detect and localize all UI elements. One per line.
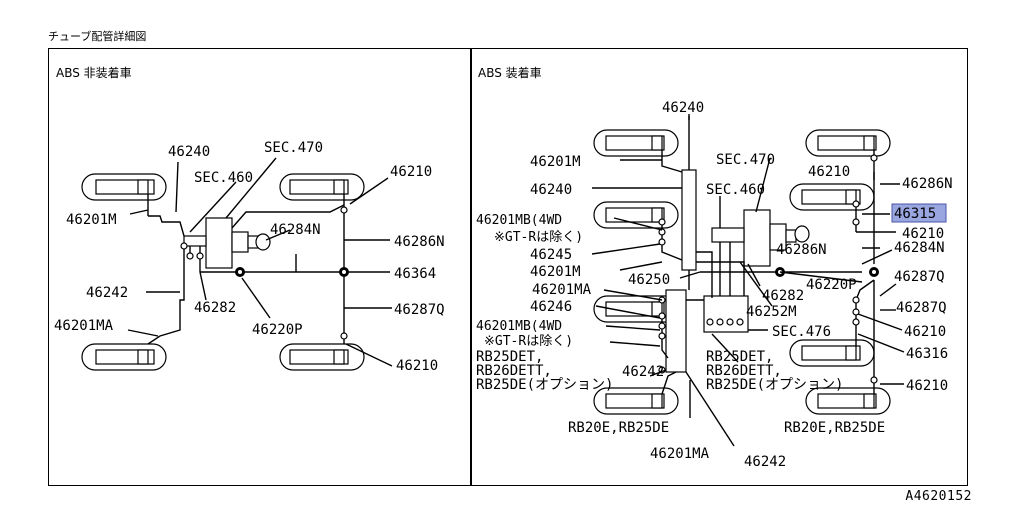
label-left-46201M: 46201M xyxy=(66,212,117,228)
label-left-46284N: 46284N xyxy=(270,222,321,238)
label-right-46316: 46316 xyxy=(906,346,948,362)
left-master-cylinder xyxy=(183,217,271,269)
label-right-rb26dett-left: RB26DETT, xyxy=(476,363,552,379)
right-tubes xyxy=(658,116,879,395)
label-right-rb25det-right: RB25DET, xyxy=(706,349,773,365)
label-right-46240-top: 46240 xyxy=(662,100,704,116)
label-right-46201M-mid: 46201M xyxy=(530,264,581,280)
label-right-46210-a: 46210 xyxy=(808,164,850,180)
label-right-rb20e-left: RB20E,RB25DE xyxy=(568,420,669,436)
label-right-46220P: 46220P xyxy=(806,277,857,293)
label-left-46282: 46282 xyxy=(194,300,236,316)
label-left-46242: 46242 xyxy=(86,285,128,301)
left-tubes xyxy=(147,204,349,345)
label-right-46242-b: 46242 xyxy=(744,454,786,470)
right-master-cylinder xyxy=(711,209,810,267)
label-right-46210-d: 46210 xyxy=(906,378,948,394)
left-wheel-front-right xyxy=(279,173,365,205)
panel-divider xyxy=(470,48,472,486)
label-left-46220P: 46220P xyxy=(252,322,303,338)
label-left-46240: 46240 xyxy=(168,144,210,160)
label-right-rb26dett-right: RB26DETT, xyxy=(706,363,782,379)
label-right-46252M: 46252M xyxy=(746,304,797,320)
left-wheel-front-left xyxy=(81,173,167,216)
right-panel-title: ABS 装着車 xyxy=(478,66,542,80)
right-leaders xyxy=(591,114,905,447)
label-right-46201MB-4wd: 46201MB(4WD xyxy=(476,213,562,228)
left-wheel-rear-left xyxy=(81,343,167,371)
highlight-46315[interactable] xyxy=(891,203,947,223)
left-leaders xyxy=(127,157,393,367)
label-right-rb25det-left: RB25DET, xyxy=(476,349,543,365)
right-abs-actuator xyxy=(703,295,749,333)
label-left-46364: 46364 xyxy=(394,266,436,282)
document-id: A4620152 xyxy=(905,489,972,504)
label-right-gtr-excl-1: ※GT-Rは除く) xyxy=(494,230,583,245)
label-right-46315: 46315 xyxy=(894,206,936,222)
document-title: チューブ配管詳細図 xyxy=(48,30,147,43)
label-right-46286N-a: 46286N xyxy=(902,176,953,192)
label-right-46284N: 46284N xyxy=(894,240,945,256)
label-right-46282: 46282 xyxy=(762,288,804,304)
label-right-sec460: SEC.460 xyxy=(706,182,765,198)
label-right-46201M-top: 46201M xyxy=(530,154,581,170)
right-harness-bundles xyxy=(665,169,697,373)
diagram-frame xyxy=(48,48,968,486)
label-left-46201MA: 46201MA xyxy=(54,318,114,334)
label-right-46246: 46246 xyxy=(530,299,572,315)
label-right-46210-c: 46210 xyxy=(904,324,946,340)
label-right-46250: 46250 xyxy=(628,272,670,288)
label-right-46201MA-a: 46201MA xyxy=(532,282,592,298)
label-left-46287Q: 46287Q xyxy=(394,302,445,318)
right-wheels xyxy=(593,129,891,415)
label-left-46210-bot: 46210 xyxy=(396,358,438,374)
label-right-46201MA-b: 46201MA xyxy=(650,446,710,462)
label-right-46201MB-4wd-2: 46201MB(4WD xyxy=(476,319,562,334)
left-panel-title: ABS 非装着車 xyxy=(56,66,132,80)
label-left-sec460: SEC.460 xyxy=(194,170,253,186)
label-left-46286N: 46286N xyxy=(394,234,445,250)
label-right-gtr-excl-2: ※GT-Rは除く) xyxy=(484,334,573,349)
label-right-46240-mid: 46240 xyxy=(530,182,572,198)
label-right-46287Q-b: 46287Q xyxy=(896,300,947,316)
left-wheel-rear-right xyxy=(279,343,365,371)
label-right-rb25de-opt-right: RB25DE(オプション) xyxy=(706,377,843,393)
label-left-46210-top: 46210 xyxy=(390,164,432,180)
label-right-sec476: SEC.476 xyxy=(772,324,831,340)
label-right-46210-b: 46210 xyxy=(902,226,944,242)
label-right-rb20e-right: RB20E,RB25DE xyxy=(784,420,885,436)
label-right-46287Q-a: 46287Q xyxy=(894,269,945,285)
label-right-46245: 46245 xyxy=(530,247,572,263)
label-right-46286N-b: 46286N xyxy=(776,242,827,258)
label-right-rb25de-opt-left: RB25DE(オプション) xyxy=(476,377,613,393)
label-left-sec470: SEC.470 xyxy=(264,140,323,156)
label-right-sec470: SEC.470 xyxy=(716,152,775,168)
label-right-46242-left: 46242 xyxy=(622,364,664,380)
